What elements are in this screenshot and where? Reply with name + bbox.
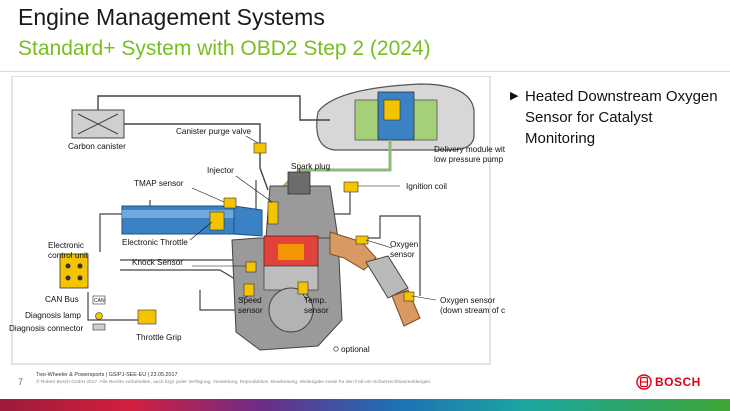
can-box <box>92 295 106 305</box>
footer-copyright: © Robert Bosch GmbH 2017. Alle Rechte vo… <box>36 380 432 385</box>
label-electronic-throttle: Electronic Throttle <box>122 238 188 247</box>
electronic-throttle <box>209 211 225 231</box>
label-throttle-grip: Throttle Grip <box>136 333 182 342</box>
slide-subtitle: Standard+ System with OBD2 Step 2 (2024) <box>18 37 431 60</box>
bosch-logo-icon <box>636 374 652 390</box>
slide-title: Engine Management Systems <box>18 4 325 30</box>
exhaust-pipe <box>391 289 421 327</box>
label-temp-sensor-1: Temp. <box>304 296 326 305</box>
footer-info: Two-Wheeler & Powersports | GS/PJ-SEE-EU… <box>36 372 178 378</box>
label-diagnosis-lamp: Diagnosis lamp <box>25 311 81 320</box>
diagnosis-lamp-icon <box>95 312 103 320</box>
brand-name: BOSCH <box>655 375 701 389</box>
piston <box>263 265 319 291</box>
label-can-bus: CAN Bus <box>45 295 79 304</box>
label-oxygen-sensor-2: sensor <box>390 250 415 259</box>
label-delivery-module-1: Delivery module with <box>434 145 505 154</box>
speed-sensor <box>243 283 255 297</box>
spark-plug <box>287 171 311 195</box>
label-delivery-module-2: low pressure pump <box>434 155 504 164</box>
temp-sensor <box>297 281 309 295</box>
label-can-tag: CAN <box>94 298 105 304</box>
label-diagnosis-connector: Diagnosis connector <box>9 324 83 333</box>
fuel-pump <box>383 99 401 121</box>
tmap-sensor <box>223 197 237 209</box>
label-carbon-canister: Carbon canister <box>68 142 126 151</box>
optional-marker-icon <box>333 346 339 352</box>
label-leaders <box>189 135 437 301</box>
label-speed-sensor-2: sensor <box>238 306 263 315</box>
ecu <box>59 253 89 289</box>
label-optional: optional <box>341 345 370 354</box>
label-ecu-2: control unit <box>48 251 89 260</box>
label-knock-sensor: Knock Sensor <box>132 258 183 267</box>
label-downstream-sensor-2: (down stream of cat) <box>440 306 505 315</box>
canister-purge-valve <box>253 142 267 154</box>
knock-sensor <box>245 261 257 273</box>
label-tmap-sensor: TMAP sensor <box>134 179 184 188</box>
label-injector: Injector <box>207 166 234 175</box>
engine-diagram: Carbon canister Canister purge valve Del… <box>9 76 505 365</box>
bullet-arrow-icon: ▶ <box>510 90 519 102</box>
throttle-grip <box>137 309 157 325</box>
label-downstream-sensor-1: Oxygen sensor <box>440 296 495 305</box>
label-spark-plug: Spark plug <box>291 162 331 171</box>
label-ignition-coil: Ignition coil <box>406 182 447 191</box>
brand-color-band <box>0 399 730 411</box>
injector <box>267 201 279 225</box>
bullet-text: Heated Downstream Oxygen Sensor for Cata… <box>525 88 718 147</box>
ignition-coil <box>343 181 359 193</box>
header-divider <box>0 71 730 72</box>
label-ecu-1: Electronic <box>48 241 84 250</box>
crankshaft <box>268 287 314 333</box>
label-oxygen-sensor-1: Oxygen <box>390 240 419 249</box>
label-canister-purge-valve: Canister purge valve <box>176 127 252 136</box>
upstream-oxygen-sensor <box>355 235 369 245</box>
label-temp-sensor-2: sensor <box>304 306 329 315</box>
label-speed-sensor-1: Speed <box>238 296 262 305</box>
downstream-oxygen-sensor <box>403 291 415 302</box>
catalytic-converter <box>365 255 409 299</box>
diagnosis-connector <box>92 323 106 331</box>
page-number: 7 <box>18 377 24 387</box>
